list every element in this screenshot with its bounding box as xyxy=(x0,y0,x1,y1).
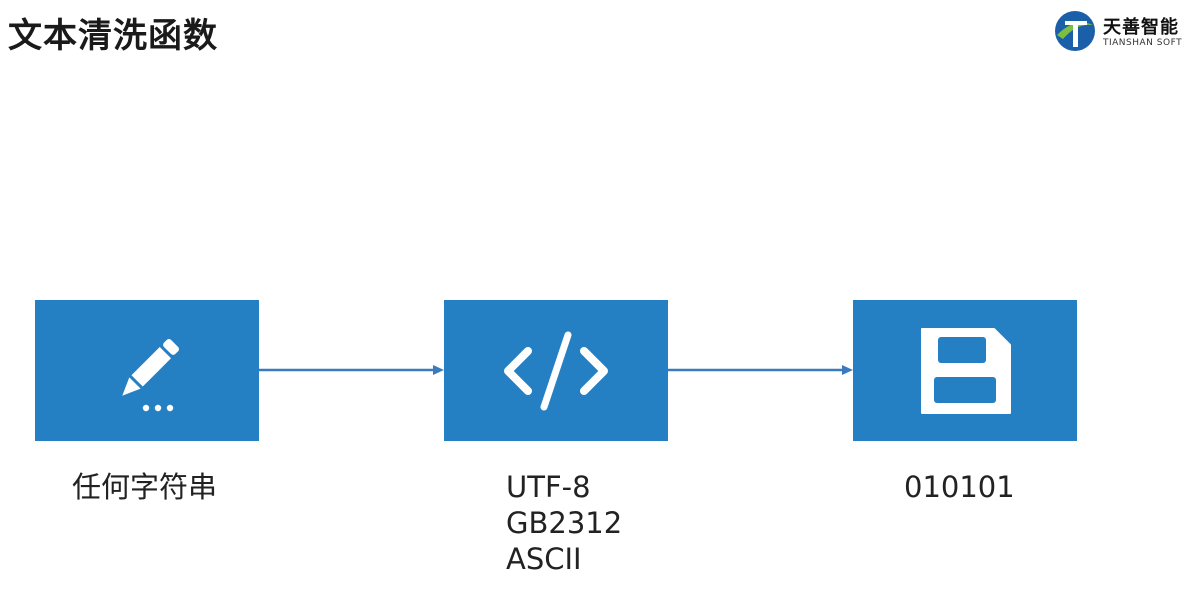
arrow-1 xyxy=(259,365,444,375)
logo-name-cn: 天善智能 xyxy=(1103,17,1179,38)
step-box-binary xyxy=(853,300,1077,441)
step-label-input: 任何字符串 xyxy=(72,469,217,505)
step-label-binary: 010101 xyxy=(904,469,1015,505)
label-line: ASCII xyxy=(506,542,582,576)
logo-name-en: TIANSHAN SOFT xyxy=(1103,38,1183,48)
pencil-icon xyxy=(122,338,179,411)
step-box-input xyxy=(35,300,259,441)
floppy-disk-icon xyxy=(921,327,1011,414)
step-label-encoding: UTF-8 GB2312 ASCII xyxy=(506,469,622,577)
tianshan-logo-icon xyxy=(1055,11,1095,51)
arrow-2 xyxy=(668,365,853,375)
label-line: GB2312 xyxy=(506,506,623,540)
step-box-encoding xyxy=(444,300,668,441)
logo: 天善智能 TIANSHAN SOFT xyxy=(1053,9,1193,53)
label-line: 010101 xyxy=(904,470,1015,504)
page-title: 文本清洗函数 xyxy=(8,16,218,56)
label-line: 任何字符串 xyxy=(72,470,218,504)
code-icon xyxy=(504,331,608,410)
label-line: UTF-8 xyxy=(506,470,591,504)
